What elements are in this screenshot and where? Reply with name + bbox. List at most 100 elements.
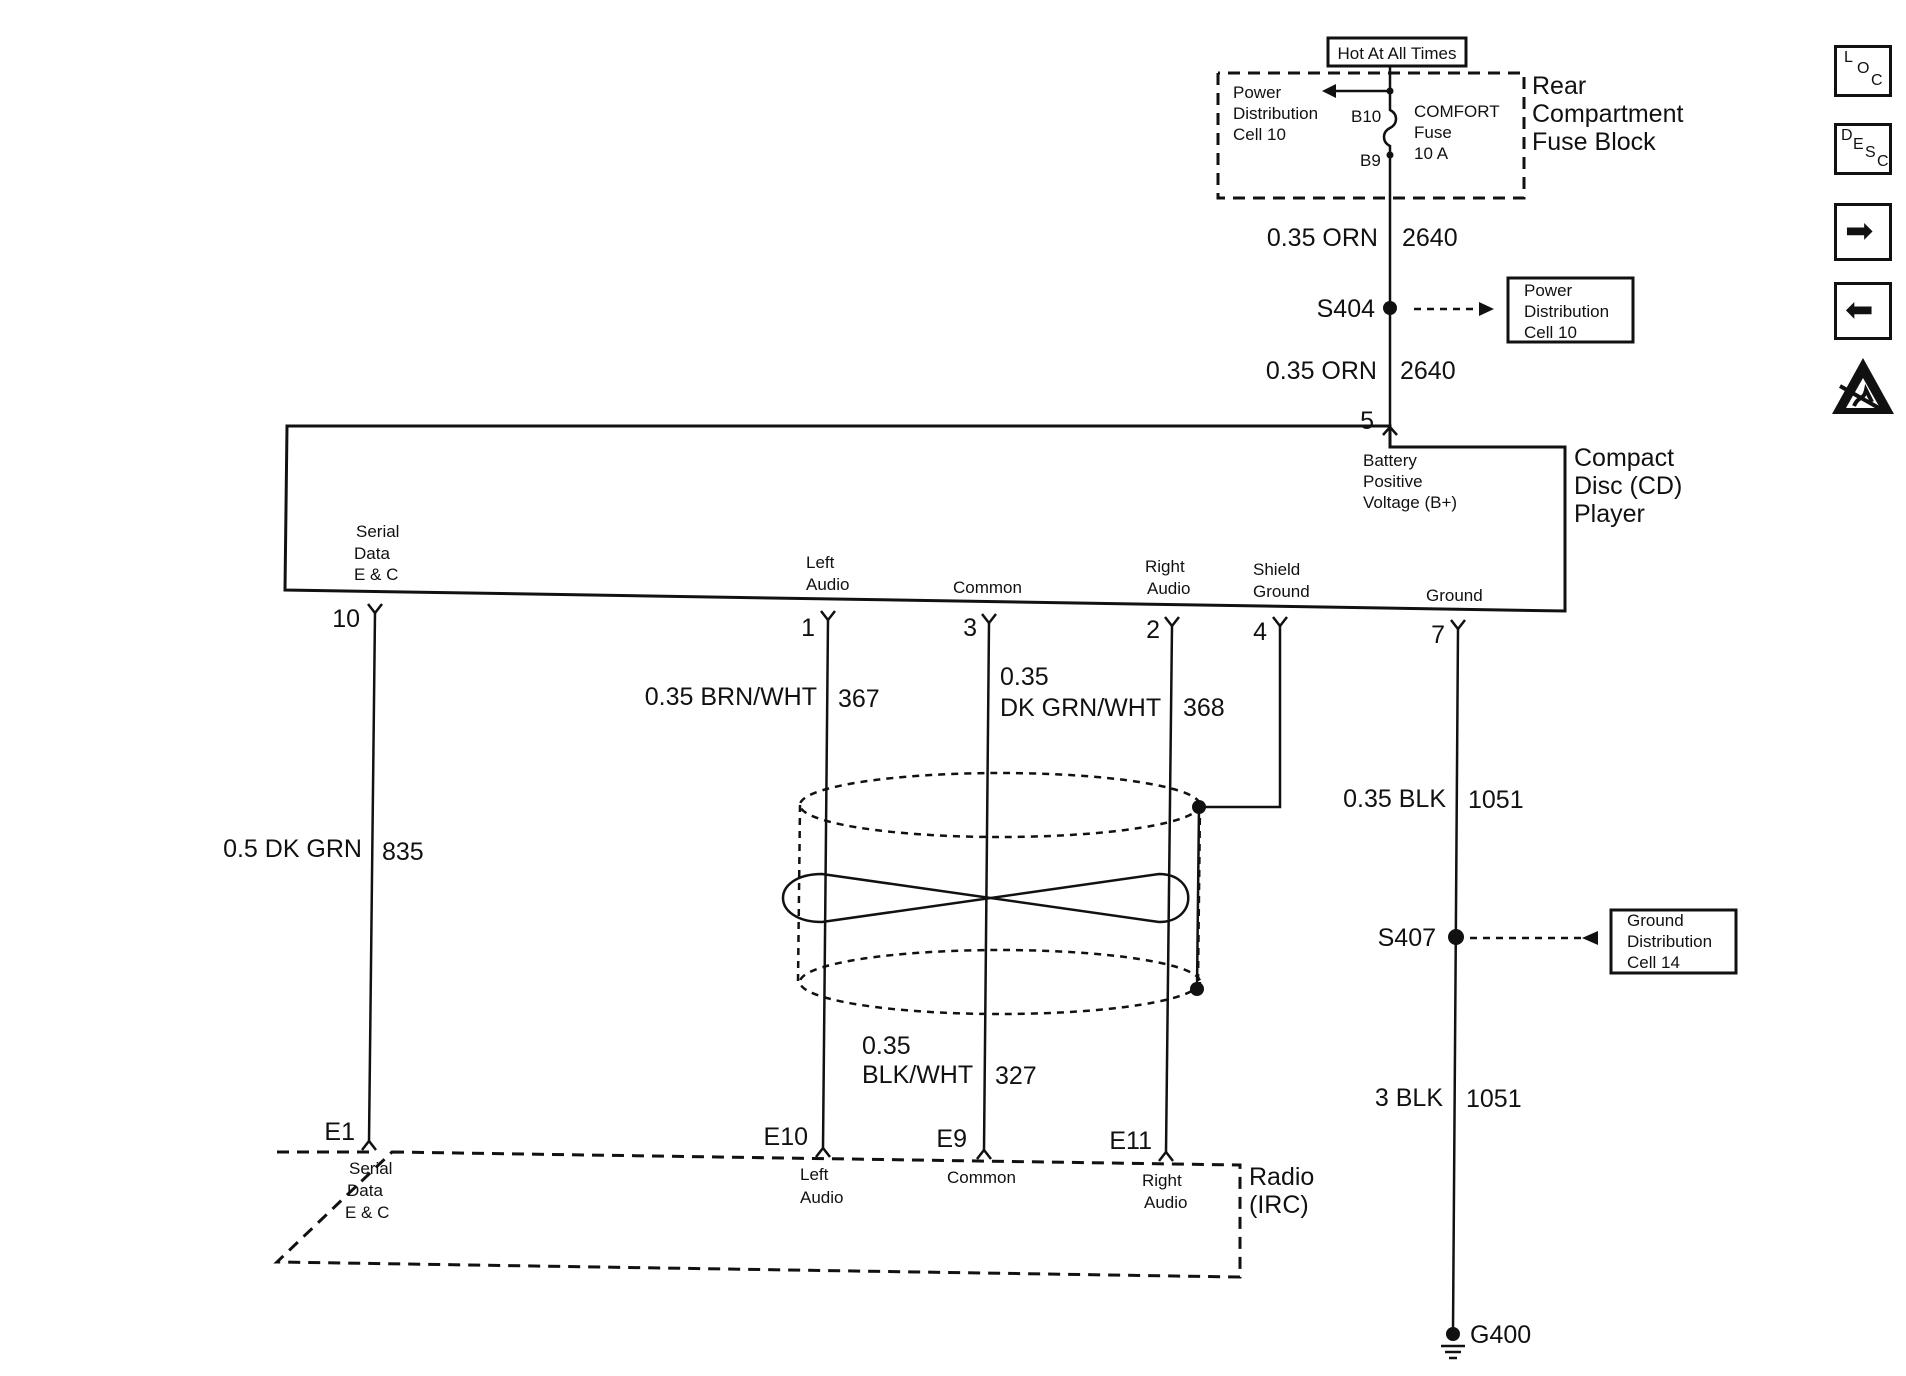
wire-ground-upper-gauge: 0.35 BLK [1343,785,1446,813]
loc-letter-c: C [1871,72,1883,89]
cd-pin-10: 10 [332,605,360,633]
fuse-block-name-line2: Compartment [1532,100,1683,128]
radio-right-line2: Audio [1144,1193,1187,1212]
wire-serial-gauge: 0.5 DK GRN [223,835,362,863]
radio-serial-line2: Data [347,1181,383,1200]
hot-at-all-times-box [1326,36,1468,68]
common-wire [982,622,991,1151]
next-page-button[interactable]: ➡ [1834,203,1892,261]
splice-s407-label: S407 [1378,924,1436,952]
power-distribution-ref-box[interactable] [1506,276,1635,344]
loc-letter-l: L [1844,49,1853,66]
wire-ground-lower-gauge: 3 BLK [1375,1084,1443,1112]
wire-right-circuit: 368 [1183,694,1225,722]
arrow-left-small-icon [1582,931,1598,945]
pd-ref-line3: Cell 10 [1524,323,1577,342]
fuse-block-name-line3: Fuse Block [1532,128,1656,156]
cd-pin-4: 4 [1253,618,1267,646]
desc-letter-c: C [1877,153,1889,170]
radio-pin-e9: E9 [936,1125,967,1153]
desc-button[interactable]: D E S C [1834,123,1892,175]
arrow-right-icon [1479,302,1494,316]
splice-s404 [1383,301,1397,315]
wire-right-gauge-line2: DK GRN/WHT [1000,694,1161,722]
b-plus-feed: 0.35 ORN 2640 S404 Power Distribution Ce… [1266,155,1635,436]
cd-shield-line1: Shield [1253,560,1300,579]
bplus-line1: Battery [1363,451,1417,470]
wire-right-gauge-line1: 0.35 [1000,663,1049,691]
fuse-pin-b10: B10 [1351,107,1381,126]
radio-name-line1: Radio [1249,1163,1314,1191]
desc-letter-s: S [1865,144,1876,161]
radio-common-label: Common [947,1168,1016,1187]
wire-serial-circuit: 835 [382,838,424,866]
fuse-name-line1: COMFORT [1414,102,1500,121]
cd-common-label: Common [953,578,1022,597]
ground-g400-label: G400 [1470,1321,1531,1349]
fuse-block-outline [1216,71,1526,200]
cd-ground-label: Ground [1426,586,1483,605]
radio-outline [273,1150,1242,1279]
wire-orn-upper-circuit: 2640 [1402,224,1458,252]
arrow-left-nav-icon: ⬅ [1845,290,1874,330]
pd-ref-line2: Distribution [1524,302,1609,321]
bplus-line2: Positive [1363,472,1423,491]
pd-ref-line1: Power [1524,281,1573,300]
shield-ground-wire [1199,626,1282,809]
prev-page-button[interactable]: ⬅ [1834,282,1892,340]
fuse-pin-b9: B9 [1360,151,1381,170]
wire-orn-lower-circuit: 2640 [1400,357,1456,385]
ground-circuit: 0.35 BLK 1051 S407 Ground Distribution C… [1343,628,1738,1360]
left-audio-wire [821,619,830,1149]
radio-left-line1: Left [800,1165,829,1184]
wire-common-gauge-line1: 0.35 [862,1032,911,1060]
pd-cell10-line1: Power [1233,83,1282,102]
fuse-block-name-line1: Rear [1532,72,1586,100]
wire-common-gauge-line2: BLK/WHT [862,1061,973,1089]
fuse-name-line3: 10 A [1414,144,1449,163]
bplus-line3: Voltage (B+) [1363,493,1457,512]
gd-ref-line2: Distribution [1627,932,1712,951]
cd-serial-line3: E & C [354,565,398,584]
shield-symbol [796,771,1202,1016]
radio-pin-e1: E1 [324,1118,355,1146]
cd-serial-line1: Serial [356,522,399,541]
cd-pins: 10 1 3 2 4 7 [332,603,1466,649]
radio-left-line2: Audio [800,1188,843,1207]
arrow-right-nav-icon: ➡ [1845,211,1874,251]
right-audio-wire [1164,625,1174,1153]
desc-letter-d: D [1841,127,1853,144]
gd-ref-line3: Cell 14 [1627,953,1680,972]
cd-pin-3: 3 [963,614,977,642]
cd-pin-7: 7 [1431,621,1445,649]
wire-orn-upper-gauge: 0.35 ORN [1267,224,1378,252]
wire-orn-lower-gauge: 0.35 ORN [1266,357,1377,385]
cd-player-name-line2: Disc (CD) [1574,472,1682,500]
radio-pin-e10: E10 [764,1123,808,1151]
cd-pin-2: 2 [1146,616,1160,644]
fuse-symbol [1382,91,1398,155]
cd-player-name-line3: Player [1574,500,1645,528]
radio-name-line2: (IRC) [1249,1191,1309,1219]
radio-right-line1: Right [1142,1171,1182,1190]
cd-shield-line2: Ground [1253,582,1310,601]
esd-warning-icon [1832,358,1894,414]
cd-pin-5: 5 [1360,407,1374,435]
pd-cell10-line3: Cell 10 [1233,125,1286,144]
cd-player-name-line1: Compact [1574,444,1674,472]
loc-letter-o: O [1857,60,1870,77]
wire-left-circuit: 367 [838,685,880,713]
loc-button[interactable]: L O C [1834,45,1892,97]
ground-distribution-ref-box[interactable] [1609,908,1738,975]
pd-cell10-line2: Distribution [1233,104,1318,123]
cd-serial-line2: Data [354,544,390,563]
fuse-name-line2: Fuse [1414,123,1452,142]
twisted-pair-symbol [781,872,1190,924]
radio: Radio (IRC) E1 E10 E9 E11 Serial Data E … [273,1118,1314,1279]
splice-s407 [1448,929,1464,945]
cd-left-line2: Audio [806,575,849,594]
serial-data-circuit: 0.5 DK GRN 835 [223,612,424,1142]
cd-player-outline [283,424,1567,613]
cd-left-line1: Left [806,553,835,572]
